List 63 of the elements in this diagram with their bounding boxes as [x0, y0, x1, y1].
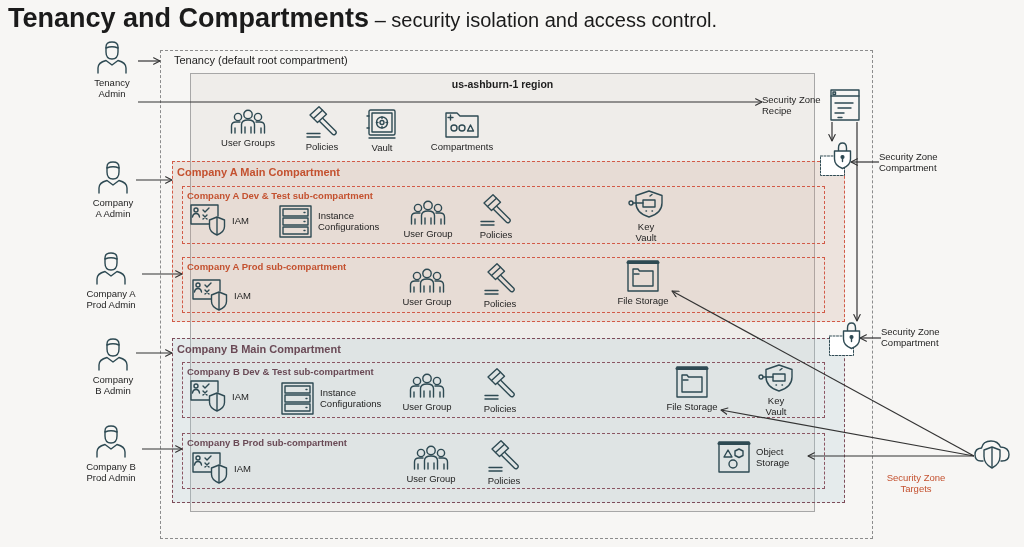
- arrow: [807, 452, 975, 460]
- service-label: IAM: [232, 390, 249, 402]
- arrow: [141, 270, 183, 278]
- service-label: Key Vault: [764, 395, 788, 417]
- arrow: [137, 57, 161, 65]
- padlock-icon: [829, 321, 860, 356]
- service-label: Policies: [305, 141, 339, 152]
- annotation-text: Security Zone Targets: [885, 472, 947, 494]
- service-label: IAM: [234, 462, 251, 473]
- sub-compartment-box: [182, 433, 825, 489]
- arrow: [135, 349, 173, 357]
- cloud-shield-icon: [974, 438, 1010, 470]
- page-title: Tenancy and Compartments – security isolation and access control.: [8, 3, 718, 35]
- service-label: Object Storage: [756, 446, 791, 468]
- callout-label: Security Zone Compartment: [879, 151, 945, 173]
- service-label: File Storage: [617, 295, 669, 306]
- tenancy-title: Tenancy (default root compartment): [174, 54, 348, 67]
- arrow: [671, 290, 975, 457]
- region-title: us-ashburn-1 region: [451, 78, 554, 91]
- service-label: User Group: [403, 228, 453, 239]
- sub-compartment-box: [182, 186, 825, 244]
- compartment-title: Company B Dev & Test sub-compartment: [187, 366, 374, 378]
- callout-label: Security Zone Compartment: [881, 326, 947, 348]
- arrow: [859, 334, 882, 342]
- compartment-title: Company B Prod sub-compartment: [187, 437, 347, 449]
- service-label: Policies: [479, 229, 513, 240]
- sub-compartment-box: [182, 257, 825, 313]
- service-label: IAM: [232, 214, 249, 226]
- role-label: Company A Admin: [91, 197, 135, 219]
- arrow: [850, 158, 880, 166]
- service-label: Policies: [483, 298, 517, 309]
- role-label: Company A Prod Admin: [85, 288, 137, 310]
- arrow: [853, 121, 861, 322]
- service-label: Compartments: [430, 141, 494, 152]
- service-label: Policies: [487, 475, 521, 486]
- arrow: [135, 176, 173, 184]
- service-label: User Group: [402, 401, 452, 412]
- arrow: [137, 98, 763, 106]
- service-label: File Storage: [666, 401, 718, 412]
- service-label: Key Vault: [634, 221, 658, 243]
- service-label: User Group: [406, 473, 456, 484]
- service-label: Policies: [483, 403, 517, 414]
- sub-compartment-box: [182, 362, 825, 418]
- compartment-title: Company A Main Compartment: [177, 166, 340, 179]
- padlock-icon: [820, 141, 851, 176]
- service-label: User Groups: [221, 137, 275, 148]
- service-label: User Group: [402, 296, 452, 307]
- service-label: Security Zone Recipe: [762, 94, 822, 116]
- arrow: [828, 121, 836, 142]
- compartment-title: Company B Main Compartment: [177, 343, 341, 356]
- service-label: Vault: [371, 142, 393, 153]
- role-label: Company B Admin: [91, 374, 135, 396]
- compartment-title: Company A Prod sub-compartment: [187, 261, 347, 273]
- service-label: Instance Configurations: [318, 210, 381, 232]
- compartment-title: Company A Dev & Test sub-compartment: [187, 190, 373, 202]
- compartment-box: [172, 338, 845, 503]
- arrow: [141, 445, 183, 453]
- service-label: IAM: [234, 289, 251, 301]
- tenancy-box: [160, 50, 873, 539]
- role-label: Company B Prod Admin: [85, 461, 137, 483]
- compartment-box: [172, 161, 845, 322]
- role-label: Tenancy Admin: [93, 77, 131, 99]
- service-label: Instance Configurations: [320, 387, 383, 409]
